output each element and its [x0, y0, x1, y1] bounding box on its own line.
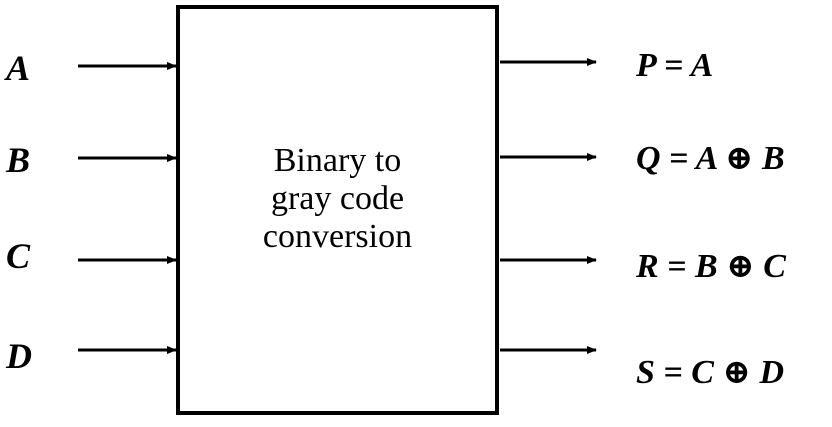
output-label-q: Q = A ⊕ B	[636, 140, 785, 177]
input-label-d: D	[6, 336, 32, 376]
input-label-a: A	[6, 48, 31, 88]
output-label-p: P = A	[636, 47, 714, 84]
output-label-r: R = B ⊕ C	[636, 248, 786, 285]
input-label-b: B	[6, 140, 31, 180]
block-title-line-3: conversion	[262, 218, 413, 256]
block-title: Binary to gray code conversion	[180, 142, 495, 256]
input-label-c: C	[6, 236, 31, 276]
block-title-line-1: Binary to	[273, 142, 402, 179]
block-title-line-2: gray code	[270, 180, 405, 218]
output-label-s: S = C ⊕ D	[636, 354, 785, 391]
converter-block: Binary to gray code conversion	[176, 5, 499, 415]
